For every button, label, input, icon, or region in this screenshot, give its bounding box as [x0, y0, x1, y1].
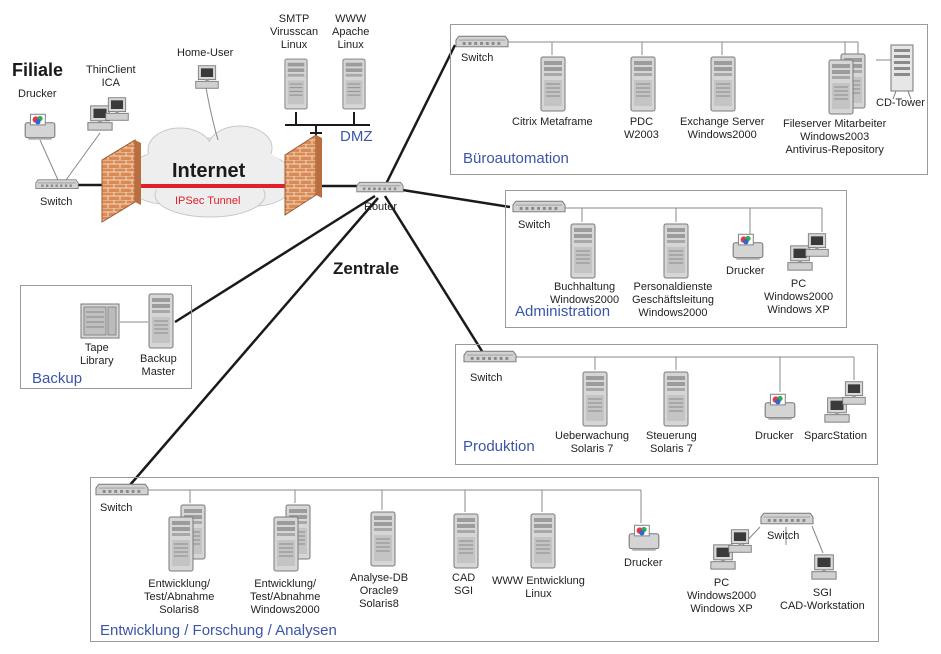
admin-drucker-label: Drucker: [726, 265, 765, 277]
produktion-section: [455, 344, 878, 465]
thinclient-icon-2: [105, 97, 129, 121]
smtp-server-icon: [284, 58, 308, 110]
filiale-title: Filiale: [12, 60, 64, 80]
ipsec-tunnel-label: IPSec Tunnel: [175, 195, 241, 207]
entwicklung-title: Entwicklung / Forschung / Analysen: [100, 622, 337, 639]
internet-cloud: [124, 125, 296, 218]
produktion-drucker-label: Drucker: [755, 430, 794, 442]
cdtower-label: CD-Tower: [876, 97, 925, 109]
produktion-title: Produktion: [463, 438, 535, 455]
home-user-label: Home-User: [177, 47, 234, 59]
filiale-drucker-label: Drucker: [18, 88, 57, 100]
printer-filiale-icon: [24, 113, 56, 141]
admin-title: Administration: [515, 303, 611, 320]
admin-switch-label: Switch: [518, 219, 551, 231]
citrix-label: Citrix Metaframe: [512, 116, 593, 128]
internet-title: Internet: [172, 160, 246, 182]
switch-filiale-icon: [35, 179, 79, 189]
dmz-label: DMZ: [340, 128, 373, 145]
admin-section: [505, 190, 847, 328]
backup-section: [20, 285, 192, 389]
firewall-zentrale: [284, 134, 322, 216]
buero-title: Büroautomation: [463, 150, 569, 167]
produktion-switch-label: Switch: [470, 372, 503, 384]
entwicklung-switch-2-label: Switch: [767, 530, 800, 542]
buero-section: [450, 24, 928, 175]
firewall-filiale: [101, 139, 141, 223]
router-icon: [356, 181, 404, 193]
filiale-switch-label: Switch: [40, 196, 73, 208]
router-label: Router: [364, 201, 398, 213]
home-user-pc-icon: [195, 65, 219, 89]
entwicklung-section: [90, 477, 879, 642]
www-server-icon: [342, 58, 366, 110]
entwicklung-switch-label: Switch: [100, 502, 133, 514]
zentrale-title: Zentrale: [333, 259, 400, 278]
entwicklung-drucker-label: Drucker: [624, 557, 663, 569]
backup-title: Backup: [32, 370, 83, 387]
sparcstation-label: SparcStation: [804, 430, 867, 442]
buero-switch-label: Switch: [461, 52, 494, 64]
